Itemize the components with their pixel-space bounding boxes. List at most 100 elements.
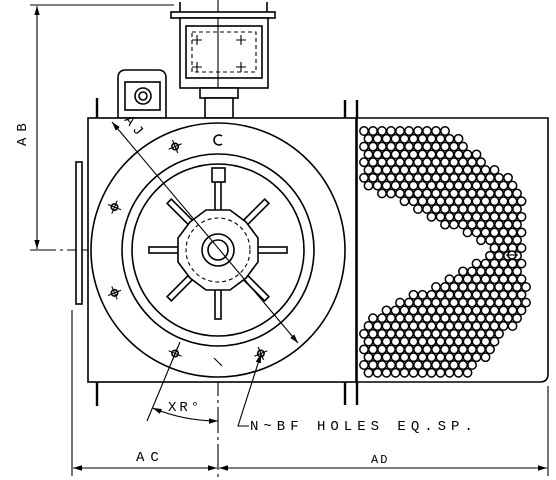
tube-circle <box>471 227 482 238</box>
tube-circle <box>372 180 383 191</box>
tube-circle <box>458 204 468 214</box>
tube-circle <box>399 367 410 378</box>
tube-circle <box>426 196 437 207</box>
terminal-box-inner-outline <box>191 31 257 73</box>
tube-circle <box>395 313 405 324</box>
tube-circle <box>372 133 383 144</box>
tube-circle <box>494 235 504 246</box>
tube-circle <box>381 305 392 316</box>
tube-circle <box>471 165 482 175</box>
tube-circle <box>426 165 437 175</box>
tube-circle <box>435 133 446 144</box>
tube-circle <box>480 289 491 300</box>
tube-circle <box>449 219 459 230</box>
tube-circle <box>458 328 468 339</box>
aj-dimension-line <box>111 121 299 344</box>
tube-circle <box>417 289 428 300</box>
tube-circle <box>408 336 419 347</box>
tube-circle <box>359 344 369 355</box>
tube-circle <box>368 157 378 168</box>
tube-circle <box>435 196 446 207</box>
tube-circle <box>426 321 437 331</box>
tube-circle <box>390 133 401 144</box>
tube-circle <box>372 321 383 331</box>
tube-circle <box>498 211 509 222</box>
tube-circle <box>386 313 396 324</box>
tube-circle <box>449 313 459 324</box>
tube-circle <box>404 297 414 308</box>
tube-circle <box>395 172 405 183</box>
tube-circle <box>359 328 369 339</box>
tube-circle <box>377 313 387 324</box>
tube-circle <box>440 328 450 339</box>
tube-circle <box>498 321 509 331</box>
tube-circle <box>476 297 486 308</box>
tube-circle <box>498 180 509 191</box>
tube-circle <box>485 204 495 214</box>
tube-circle <box>377 141 387 152</box>
tube-circle <box>489 180 500 191</box>
tube-circle <box>453 180 464 191</box>
tube-circle <box>489 211 500 222</box>
tube-circle <box>417 336 428 347</box>
tube-circle <box>422 126 432 136</box>
tube-circle <box>512 204 522 214</box>
tube-circle <box>516 258 527 269</box>
tube-circle <box>395 344 405 355</box>
tube-circle <box>431 313 441 324</box>
tube-circle <box>471 149 482 160</box>
tube-circle <box>408 165 419 175</box>
tube-circle <box>453 352 464 363</box>
tube-circle <box>480 258 491 269</box>
ab-label: AB <box>15 117 31 146</box>
tube-circle <box>395 328 405 339</box>
tube-bundle <box>359 126 531 378</box>
tube-circle <box>426 352 437 363</box>
keyway <box>211 167 226 183</box>
tube-circle <box>399 352 410 363</box>
tube-circle <box>431 126 441 136</box>
tube-circle <box>444 336 455 347</box>
tube-circle <box>422 204 432 214</box>
tube-circle <box>435 367 446 378</box>
tube-circle <box>489 243 500 253</box>
tube-circle <box>386 188 396 199</box>
tube-circle <box>363 149 374 160</box>
tube-circle <box>422 328 432 339</box>
tube-circle <box>413 360 423 370</box>
tube-circle <box>494 328 504 339</box>
tube-circle <box>516 227 527 238</box>
tube-circle <box>431 188 441 199</box>
tube-circle <box>386 172 396 183</box>
tube-circle <box>449 141 459 152</box>
tube-circle <box>431 297 441 308</box>
tube-circle <box>399 321 410 331</box>
tube-circle <box>444 149 455 160</box>
tube-circle <box>435 352 446 363</box>
tube-circle <box>390 149 401 160</box>
tube-circle <box>435 336 446 347</box>
tube-circle <box>381 149 392 160</box>
tube-circle <box>485 313 495 324</box>
frame-stubs <box>95 98 359 406</box>
tube-circle <box>408 289 419 300</box>
tube-circle <box>476 219 486 230</box>
tube-circle <box>377 360 387 370</box>
tube-circle <box>494 266 504 277</box>
tube-circle <box>395 157 405 168</box>
tube-circle <box>449 360 459 370</box>
tube-circle <box>435 321 446 331</box>
tube-circle <box>503 235 513 246</box>
tube-circle <box>386 157 396 168</box>
tube-circle <box>462 211 473 222</box>
tube-circle <box>426 336 437 347</box>
tube-circle <box>413 328 423 339</box>
tube-circle <box>377 126 387 136</box>
tube-circle <box>444 274 455 285</box>
tube-circle <box>390 321 401 331</box>
tube-circle <box>458 188 468 199</box>
tube-circle <box>516 243 527 253</box>
tube-circle <box>431 141 441 152</box>
tube-circle <box>417 133 428 144</box>
tube-circle <box>467 328 477 339</box>
